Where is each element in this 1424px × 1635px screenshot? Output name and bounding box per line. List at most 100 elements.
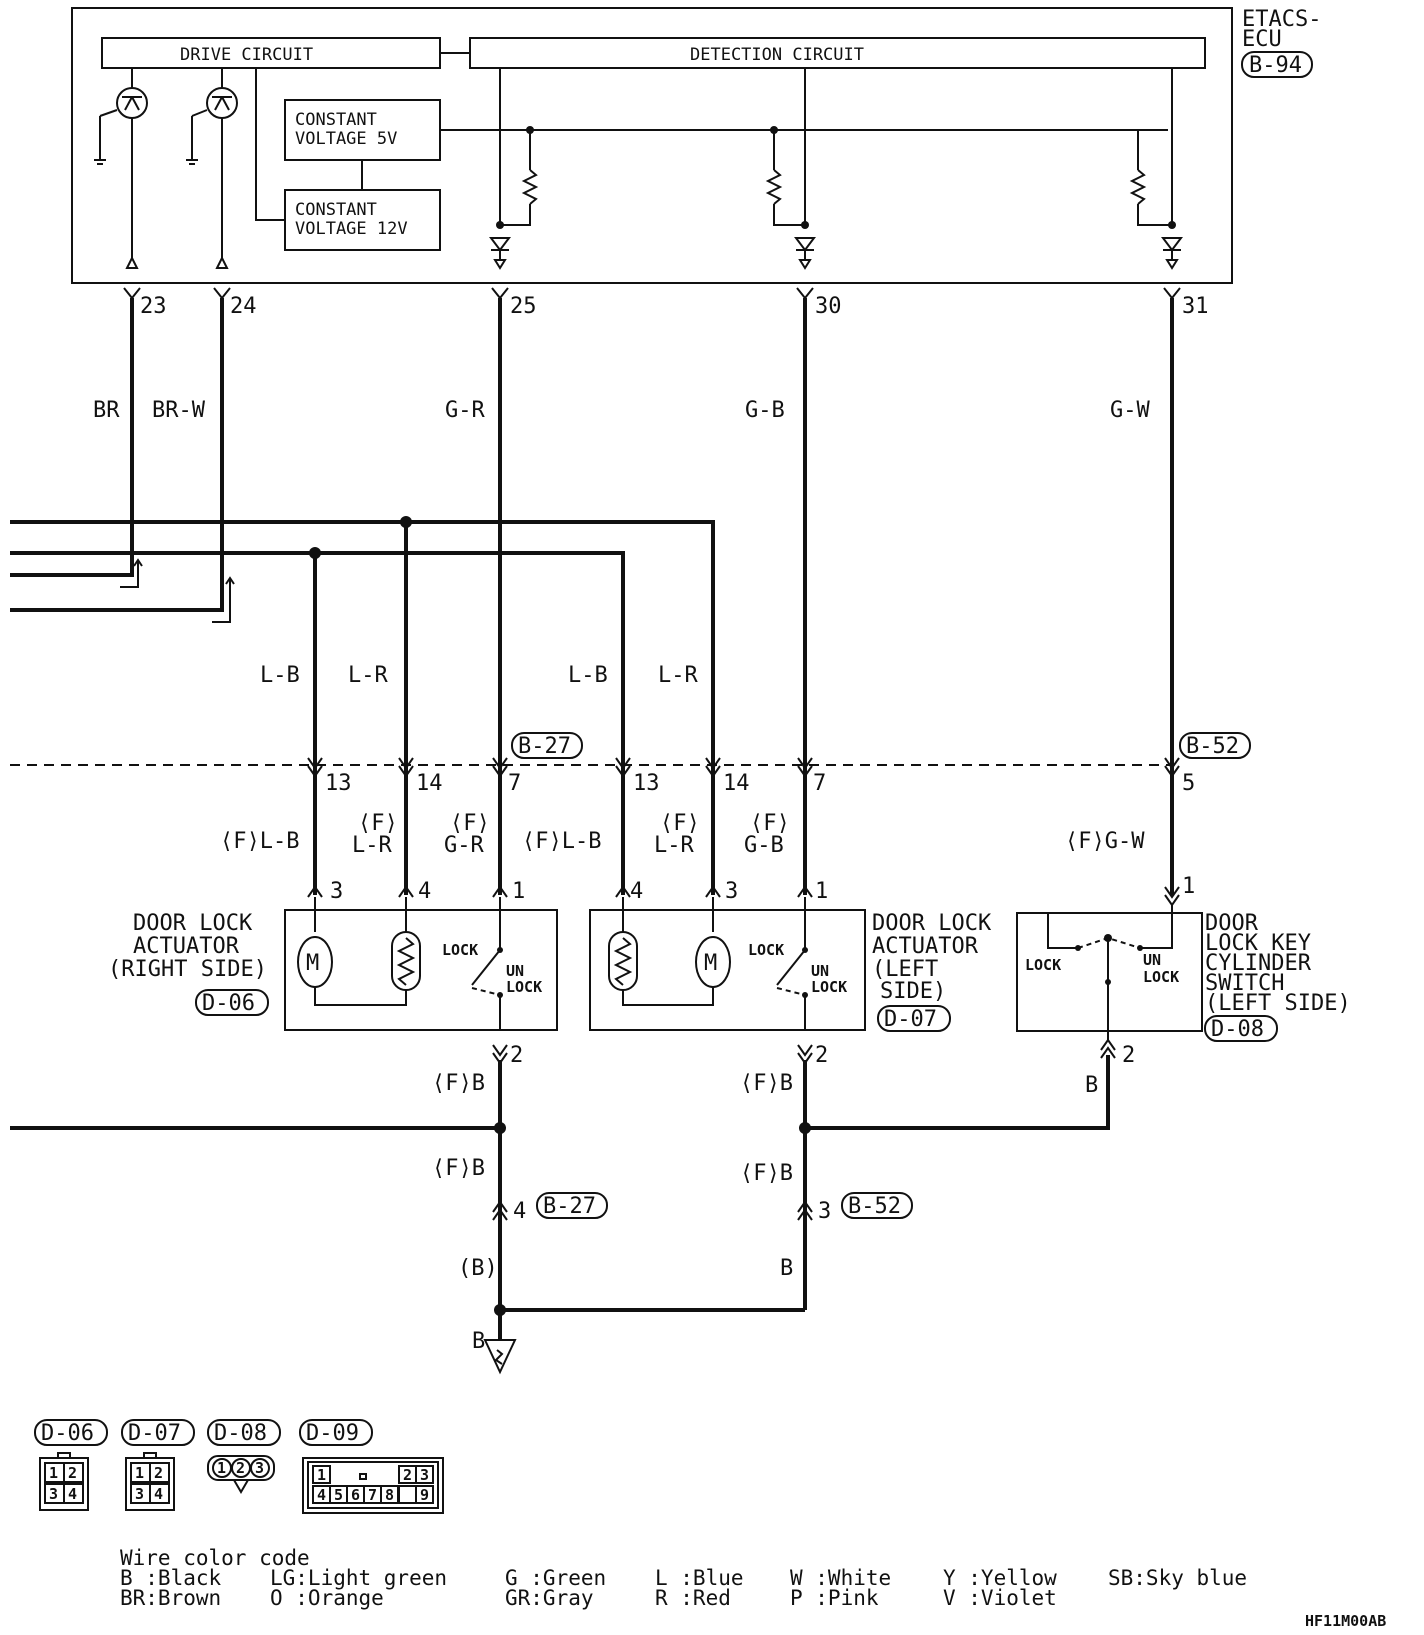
legend-r: R :Red [655,1586,731,1610]
junction-pin-3: 3 [818,1199,831,1224]
f-l-b-label-2: ⟨F⟩L-B [522,829,601,854]
junction-ground-left [799,1122,811,1134]
b52-pill-bottom [841,1192,913,1219]
right-lock-switch-icon: LOCK UN LOCK [442,897,542,1030]
legend-p: P :Pink [790,1586,879,1610]
svg-text:8: 8 [385,1486,394,1504]
wire-label-br-w: BR-W [152,398,206,423]
ecu-name-line1: ETACS- [1242,7,1321,32]
junction-l-r [400,516,412,528]
detection-circuit-label: DETECTION CIRCUIT [690,45,864,65]
connector-view-d06-pill [34,1419,108,1446]
f-label-lr2: ⟨F⟩ [660,811,700,836]
device-pin-arrows [307,885,1180,907]
junction-pin-13a: 13 [325,771,352,796]
svg-text:4: 4 [154,1485,163,1503]
junction-pin-7a: 7 [508,771,521,796]
left-pin-4: 4 [630,879,643,904]
right-pin-3: 3 [330,879,343,904]
key-switch-icon: LOCK UN LOCK [1025,905,1179,1040]
right-pin-2: 2 [510,1043,523,1068]
f-b-label-1: ⟨F⟩B [432,1071,485,1096]
svg-text:LOCK: LOCK [506,978,542,996]
left-motor-icon: M [622,897,731,1006]
legend-w: W :White [790,1566,891,1590]
b52-label-bottom: B-52 [848,1194,901,1219]
legend-lg: LG:Light green [270,1566,447,1590]
figure-code: HF11M00AB [1305,1612,1386,1630]
d07-label: D-07 [884,1007,937,1032]
connector-arrows [307,757,1180,778]
b52-pill [1179,732,1251,759]
right-actuator-l1: DOOR LOCK [133,911,253,936]
legend-g: G :Green [505,1566,606,1590]
right-actuator-l3: (RIGHT SIDE) [108,957,267,982]
detection-branch-31 [1129,68,1183,270]
svg-text:3: 3 [255,1459,264,1477]
connector-face-d06: 1 2 3 4 [39,1452,89,1511]
transistor-1-icon [94,68,148,269]
cv12-line2: VOLTAGE 12V [295,219,408,239]
f-g-b-label: G-B [744,833,784,858]
svg-text:LOCK: LOCK [1143,968,1179,986]
d08-label: D-08 [1211,1017,1264,1042]
svg-text:4: 4 [68,1485,77,1503]
svg-text:2: 2 [236,1459,245,1477]
junction-pin-7b: 7 [813,771,826,796]
connector-face-d09: 1 2 3 4 5 6 7 8 9 [302,1457,444,1514]
connector-view-d08-label: D-08 [214,1421,267,1446]
legend-v: V :Violet [943,1586,1057,1610]
svg-text:1: 1 [135,1464,144,1482]
svg-text:2: 2 [154,1464,163,1482]
switch-l2: LOCK KEY [1205,931,1311,956]
left-lock-switch-icon: LOCK UN LOCK [748,897,847,1030]
connector-face-d08: 1 2 3 [207,1455,275,1494]
b27-pill [511,732,583,759]
detection-branch-25 [489,68,539,270]
right-pin-4: 4 [418,879,431,904]
svg-text:1: 1 [317,1466,326,1484]
svg-text:1: 1 [217,1459,226,1477]
junction-ground-right [494,1122,506,1134]
svg-text:M: M [306,951,319,976]
svg-text:3: 3 [135,1485,144,1503]
left-actuator-l3: (LEFT [872,957,938,982]
connector-view-d07-pill [121,1419,195,1446]
right-actuator-l2: ACTUATOR [133,934,240,959]
svg-text:UN: UN [1143,951,1161,969]
legend-o: O :Orange [270,1586,384,1610]
junction-pin-5: 5 [1182,771,1195,796]
left-actuator-box [589,909,866,1031]
svg-text:UN: UN [506,962,524,980]
b27-label-top: B-27 [518,734,571,759]
wire-l-r-bus [10,520,715,895]
cv5-line1: CONSTANT [295,110,377,130]
wire-label-g-r: G-R [445,398,485,423]
ecu-connector-pill [1241,51,1313,78]
left-pin-3: 3 [725,879,738,904]
left-pin-2: 2 [815,1043,828,1068]
svg-text:3: 3 [420,1466,429,1484]
legend-br: BR:Brown [120,1586,221,1610]
cv12-line1: CONSTANT [295,200,377,220]
junction-pin-14b: 14 [723,771,750,796]
junction-pin-14a: 14 [416,771,443,796]
svg-text:3: 3 [49,1485,58,1503]
f-label-lr1: ⟨F⟩ [358,811,398,836]
wire-br-w [10,298,224,612]
f-label-gb: ⟨F⟩ [750,811,790,836]
f-b-label-2: ⟨F⟩B [740,1071,793,1096]
d07-pill [877,1005,951,1032]
cv5-line2: VOLTAGE 5V [295,129,397,149]
f-l-r-label-1: L-R [352,833,392,858]
ecu-pin-23: 23 [140,294,167,319]
svg-text:7: 7 [368,1486,377,1504]
ecu-box [71,7,1233,284]
left-actuator-l2: ACTUATOR [872,934,979,959]
svg-text:M: M [704,951,717,976]
f-l-b-label-1: ⟨F⟩L-B [220,829,299,854]
wire-label-l-r-1: L-R [348,663,388,688]
switch-pin-1: 1 [1182,874,1195,899]
